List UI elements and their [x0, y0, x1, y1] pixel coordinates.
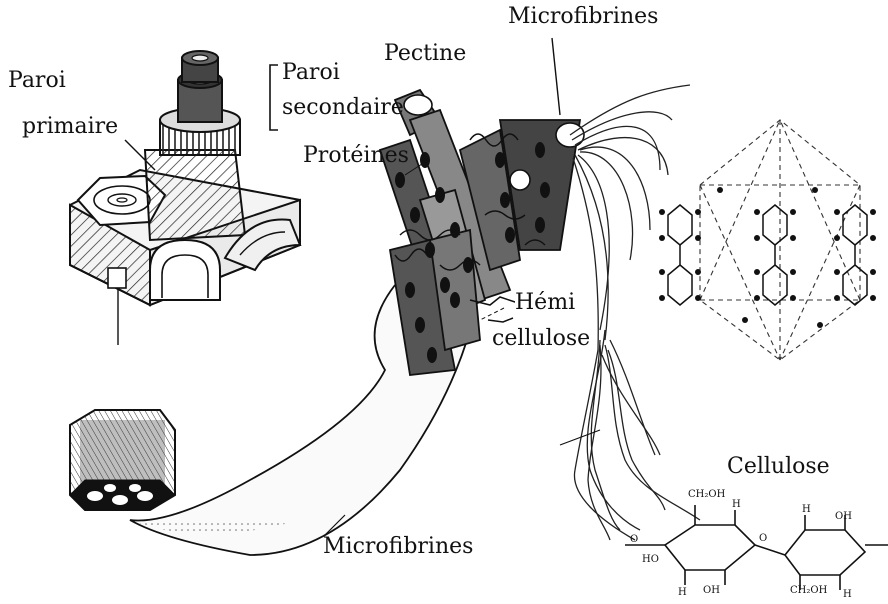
formula-h-4: H — [843, 590, 852, 600]
label-proteines: Protéines — [303, 145, 409, 167]
formula-h-3: H — [802, 505, 811, 515]
formula-h-1: H — [732, 500, 741, 510]
lattice-atoms — [659, 187, 876, 328]
label-hemi: Hémi — [515, 292, 575, 314]
label-paroi-primaire-line1: Paroi — [8, 70, 66, 92]
formula-ch2oh-bottom: CH₂OH — [790, 586, 827, 596]
label-paroi-primaire-line2: primaire — [22, 116, 118, 138]
label-paroi-secondaire-line1: Paroi — [282, 62, 340, 84]
formula-ch2oh-top: CH₂OH — [688, 490, 725, 500]
formula-ho: HO — [642, 555, 659, 565]
formula-o-bridge: O — [759, 534, 767, 544]
formula-h-2: H — [678, 588, 687, 598]
formula-o-left: O — [630, 535, 638, 545]
formula-oh-right: OH — [835, 512, 852, 522]
label-microfibrines-top: Microfibrines — [508, 6, 658, 28]
label-microfibrines-bottom: Microfibrines — [323, 536, 473, 558]
label-hemicellulose: cellulose — [492, 328, 590, 350]
microfibril-cross-section — [70, 410, 175, 510]
label-paroi-secondaire-line2: secondaire — [282, 97, 404, 119]
formula-oh-left: OH — [703, 586, 720, 596]
cell-block-illustration — [70, 51, 300, 345]
label-pectine: Pectine — [384, 43, 466, 65]
label-cellulose: Cellulose — [727, 456, 830, 478]
microfibril-strands — [570, 85, 700, 540]
